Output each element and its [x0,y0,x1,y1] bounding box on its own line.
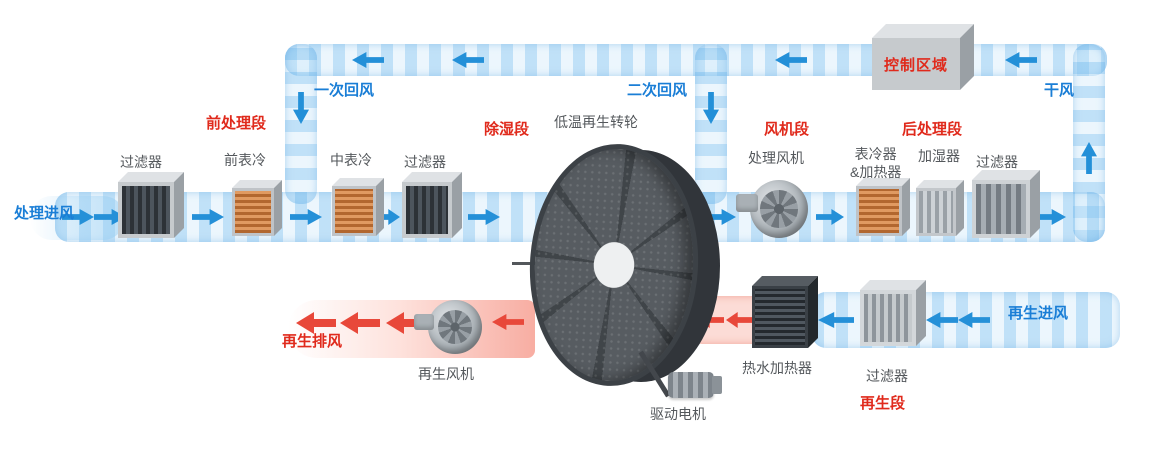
drive-motor-cap [712,376,722,394]
filter-front-face [860,290,916,346]
cube-side-face [1030,170,1040,238]
filter-front-face [118,182,174,238]
label-drive-motor: 驱动电机 [650,406,706,422]
post-filter-component [972,170,1040,238]
label-rotary-wheel: 低温再生转轮 [554,114,638,130]
regen-exhaust-plume [288,300,535,358]
cooler-heater-component [856,178,910,236]
label-cooler-heater-line1: 表冷器 [854,146,897,162]
regen-filter-component [860,280,926,346]
coil-front-face [232,188,274,236]
label-section-fan: 风机段 [764,121,810,138]
control-box-label: 控制区域 [872,38,960,90]
process-fan-component [736,180,808,238]
label-process-fan: 处理风机 [748,150,804,166]
regen-fan-component [414,300,482,354]
duct-primary-return-drop [285,44,317,204]
cube-side-face [808,276,818,348]
fan-outlet [736,194,758,212]
fan-outlet [414,314,434,330]
label-process-inlet: 处理进风 [14,205,75,222]
mid-filter-component [402,172,462,238]
heater-front-face [752,286,808,348]
label-regen-filter: 过滤器 [866,368,908,384]
cube-top-face [872,24,974,38]
label-cooler-heater-line2: &加热器 [850,163,902,180]
label-cooler-heater: 表冷器 &加热器 [850,146,901,181]
filter-front-face [402,182,452,238]
label-hot-water-heater: 热水加热器 [742,360,812,376]
label-pre-filter: 过滤器 [120,154,162,170]
filter-front-face [972,180,1030,238]
label-primary-return: 一次回风 [314,82,375,99]
label-mid-filter: 过滤器 [404,154,446,170]
cube-side-face [376,178,384,236]
label-secondary-return: 二次回风 [627,82,688,99]
cube-side-face [174,172,184,238]
cube-side-face [916,280,926,346]
cube-side-face [452,172,462,238]
coil-front-face [856,186,902,236]
humidifier-component [916,180,964,236]
cube-side-face [274,180,282,236]
cube-side-face [902,178,910,236]
label-section-pretreat: 前处理段 [206,115,267,132]
front-cooler-component [232,180,282,236]
pre-filter-component [118,172,184,238]
label-post-filter: 过滤器 [976,154,1018,170]
humidifier-front-face [916,188,956,236]
drive-motor-component [668,372,714,398]
mid-cooler-component [332,178,384,236]
control-box-component: 控制区域 [872,24,974,90]
label-regen-inlet: 再生进风 [1008,305,1069,322]
duct-secondary-return-drop [695,44,727,204]
label-section-dehumid: 除湿段 [484,121,530,138]
label-mid-cooler: 中表冷 [330,152,372,168]
label-humidifier: 加湿器 [918,148,960,164]
cube-side-face [956,180,964,236]
hot-water-heater-component [752,276,818,348]
label-front-cooler: 前表冷 [224,152,266,168]
label-regen-fan: 再生风机 [418,366,474,382]
label-section-post: 后处理段 [902,121,963,138]
coil-front-face [332,186,376,236]
label-section-regen: 再生段 [860,395,906,412]
label-regen-exhaust: 再生排风 [282,333,343,350]
label-dry-air: 干风 [1044,82,1075,99]
